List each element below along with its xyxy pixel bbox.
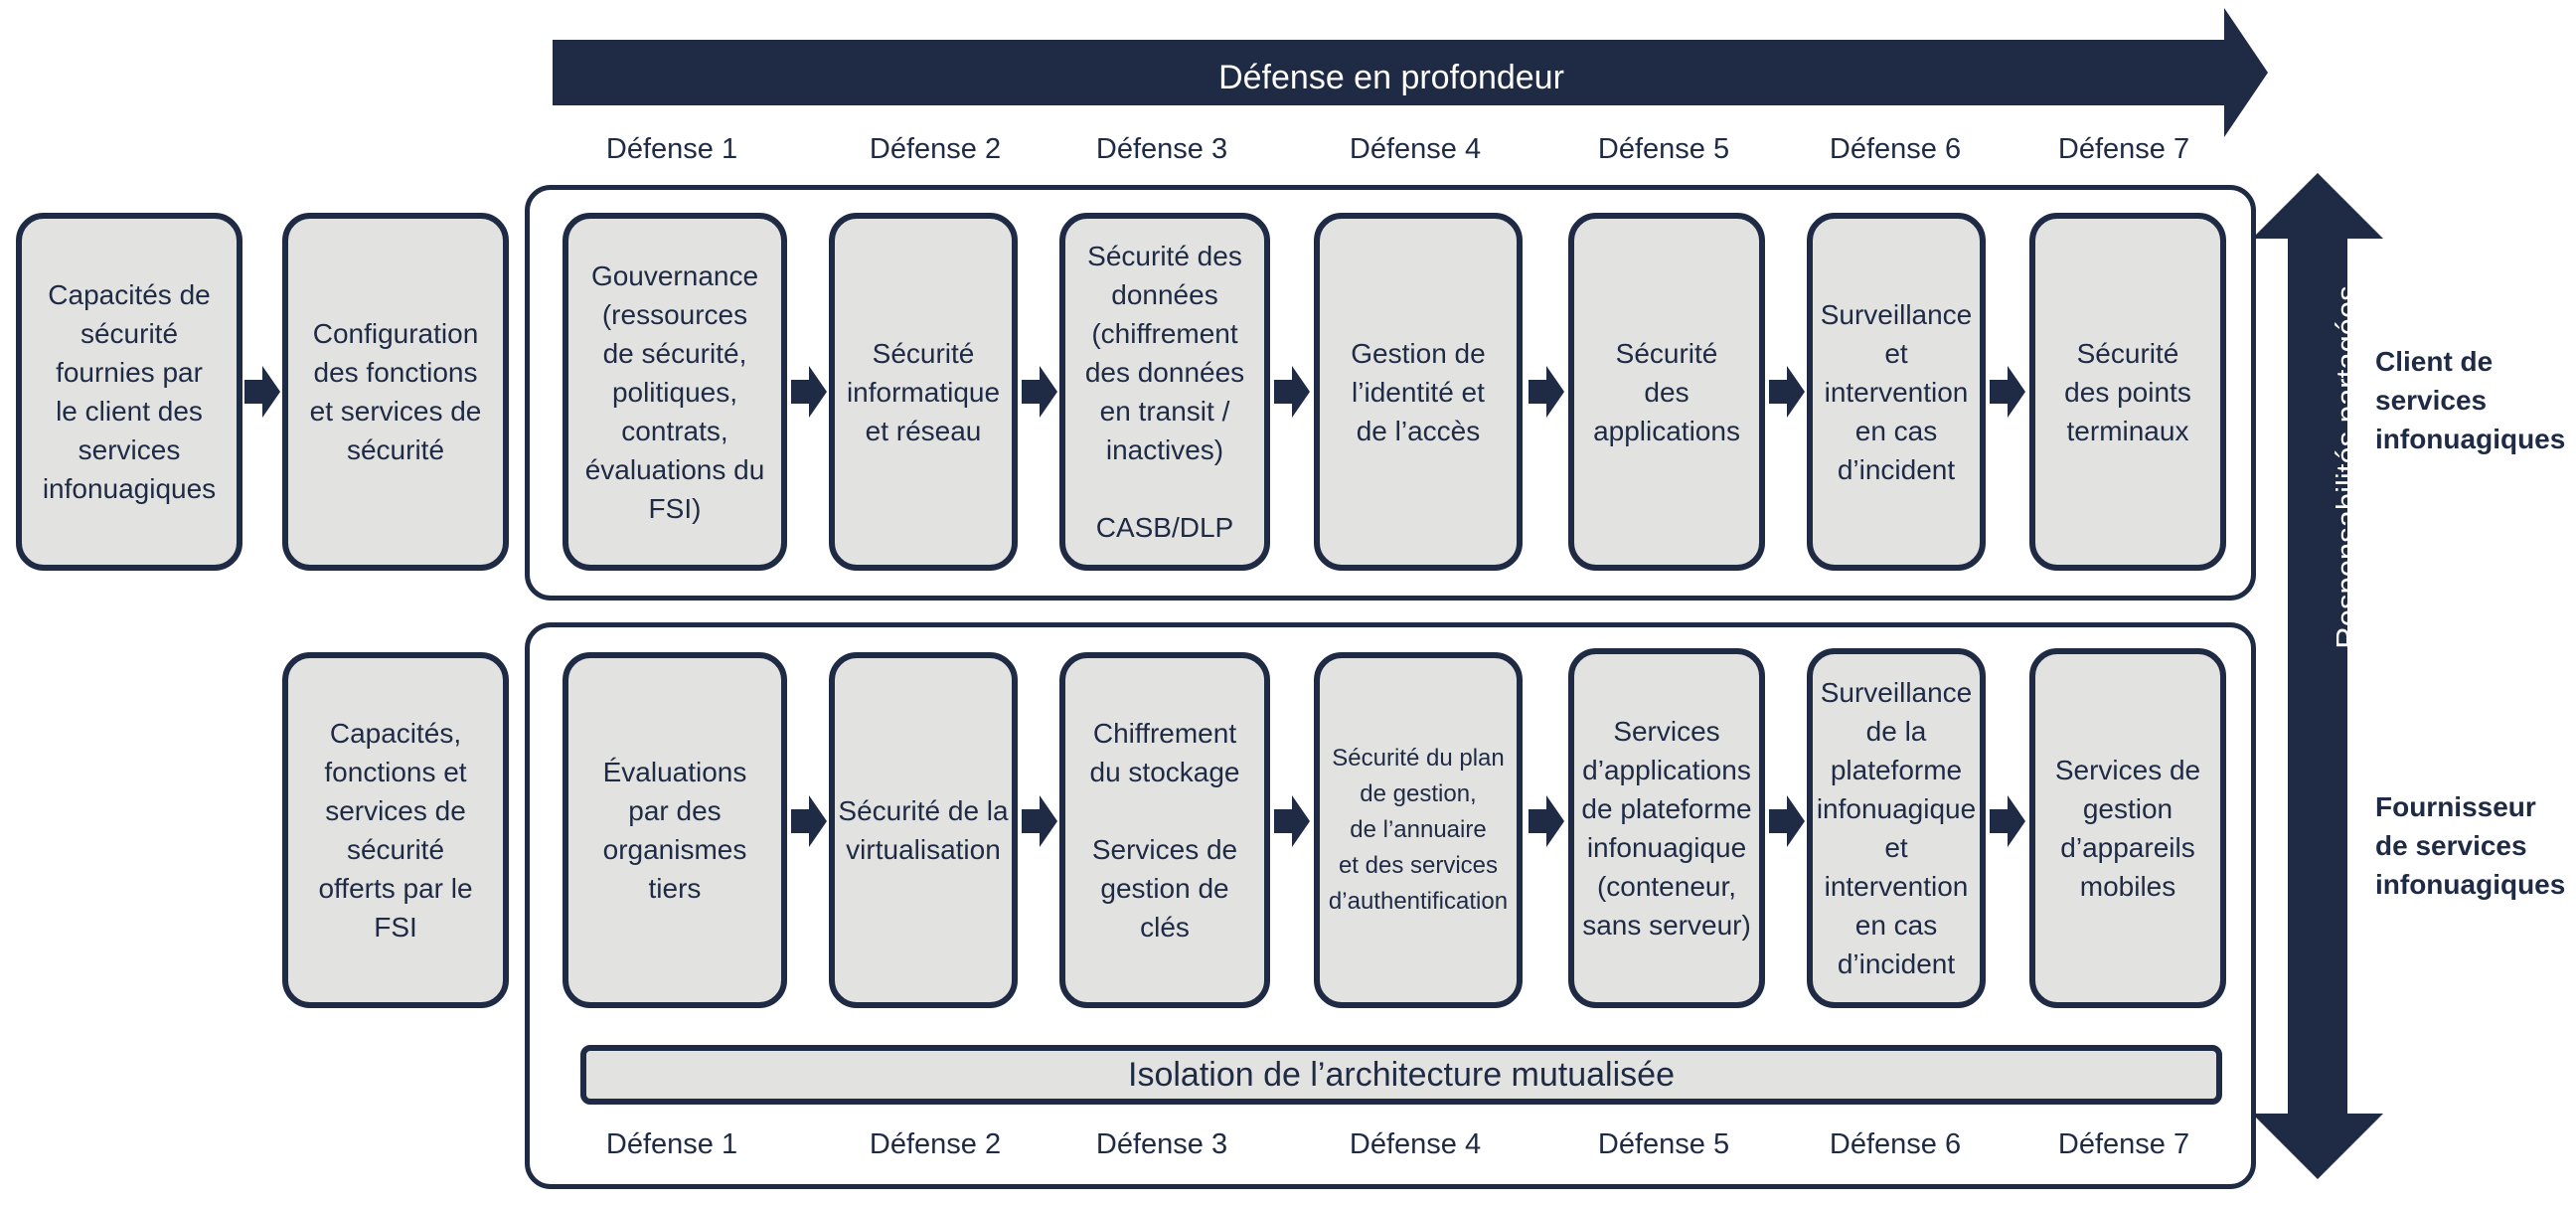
defense-label-top-7: Défense 7 [2057, 133, 2190, 165]
flow-arrow-icon [791, 795, 827, 847]
defense-label-bottom-3: Défense 3 [1095, 1128, 1228, 1160]
provider-box-7: Services de gestion d’appareils mobiles [2029, 648, 2226, 1008]
shared-responsibility-label: Responsabilités partagées [2330, 285, 2364, 649]
provider-box-1: Évaluations par des organismes tiers [563, 652, 787, 1008]
client-box-7: Sécurité des points terminaux [2029, 213, 2226, 571]
defense-in-depth-arrow [553, 8, 2268, 137]
defense-label-top-1: Défense 1 [605, 133, 738, 165]
flow-arrow-icon [1274, 795, 1310, 847]
flow-arrow-icon [1990, 795, 2025, 847]
flow-arrow-icon [244, 366, 280, 418]
multitenant-isolation-bar: Isolation de l’architecture mutualisée [580, 1045, 2222, 1105]
defense-label-bottom-5: Défense 5 [1597, 1128, 1730, 1160]
client-capabilities-box: Capacités de sécurité fournies par le cl… [16, 213, 242, 571]
defense-label-top-5: Défense 5 [1597, 133, 1730, 165]
flow-arrow-icon [791, 366, 827, 418]
flow-arrow-icon [1769, 366, 1805, 418]
client-box-4: Gestion de l’identité et de l’accès [1314, 213, 1523, 571]
flow-arrow-icon [1529, 366, 1564, 418]
flow-arrow-icon [1769, 795, 1805, 847]
provider-box-3: Chiffrement du stockage Services de gest… [1059, 652, 1270, 1008]
flow-arrow-icon [1022, 366, 1057, 418]
provider-box-6: Surveillance de la plateforme infonuagiq… [1807, 648, 1986, 1008]
provider-capabilities-box: Capacités, fonctions et services de sécu… [282, 652, 509, 1008]
flow-arrow-icon [1274, 366, 1310, 418]
defense-label-top-4: Défense 4 [1349, 133, 1482, 165]
flow-arrow-icon [1022, 795, 1057, 847]
client-box-3: Sécurité des données (chiffrement des do… [1059, 213, 1270, 571]
defense-label-top-3: Défense 3 [1095, 133, 1228, 165]
defense-label-top-6: Défense 6 [1829, 133, 1962, 165]
client-box-1: Gouvernance (ressources de sécurité, pol… [563, 213, 787, 571]
flow-arrow-icon [1990, 366, 2025, 418]
flow-arrow-icon [1529, 795, 1564, 847]
client-box-6: Surveillance et intervention en cas d’in… [1807, 213, 1986, 571]
defense-label-bottom-1: Défense 1 [605, 1128, 738, 1160]
provider-side-label: Fournisseur de services infonuagiques [2375, 791, 2566, 900]
defense-in-depth-label: Défense en profondeur [1218, 58, 1564, 96]
provider-box-5: Services d’applications de plateforme in… [1568, 648, 1765, 1008]
shared-responsibility-arrow [2256, 173, 2383, 1179]
client-box-5: Sécurité des applications [1568, 213, 1765, 571]
client-box-2: Sécurité informatique et réseau [829, 213, 1018, 571]
defense-label-bottom-2: Défense 2 [869, 1128, 1002, 1160]
provider-box-4: Sécurité du plan de gestion, de l’annuai… [1314, 652, 1523, 1008]
defense-label-bottom-4: Défense 4 [1349, 1128, 1482, 1160]
provider-box-2: Sécurité de la virtualisation [829, 652, 1018, 1008]
client-side-label: Client de services infonuagiques [2375, 346, 2566, 454]
defense-label-bottom-6: Défense 6 [1829, 1128, 1962, 1160]
defense-label-bottom-7: Défense 7 [2057, 1128, 2190, 1160]
defense-label-top-2: Défense 2 [869, 133, 1002, 165]
configuration-box: Configuration des fonctions et services … [282, 213, 509, 571]
